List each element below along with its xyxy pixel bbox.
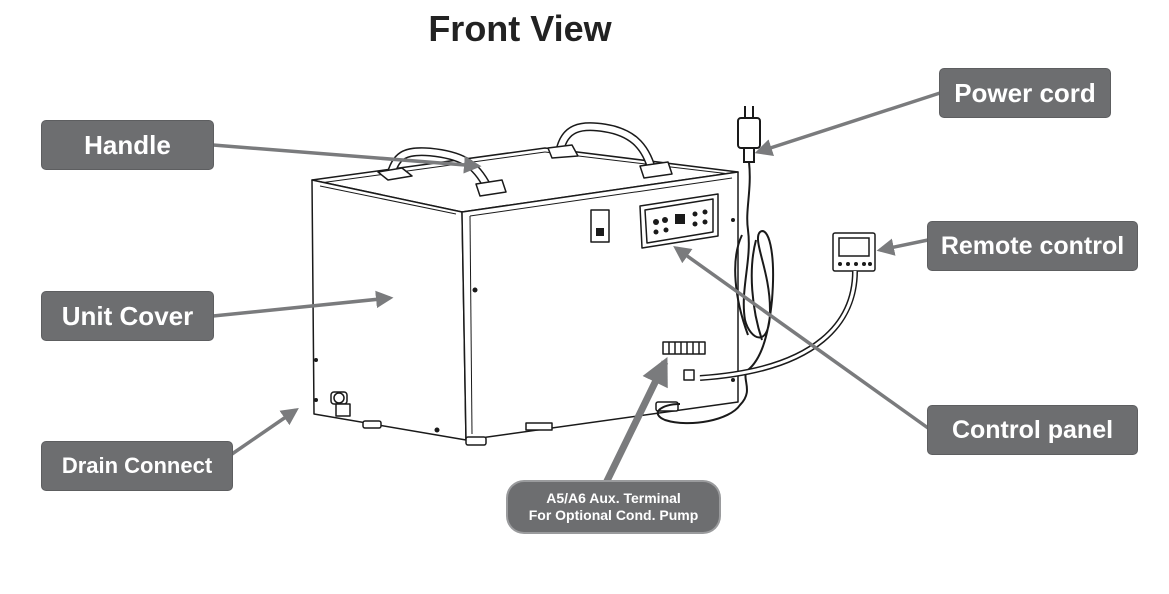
power-cord-label: Power cord	[940, 69, 1110, 117]
unit-cover-leader	[212, 290, 394, 318]
dehumidifier-unit	[311, 147, 739, 446]
control-panel-label: Control panel	[928, 406, 1137, 454]
power-cord-leader	[754, 91, 941, 157]
power-cord-shape	[656, 106, 775, 425]
page-title: Front View	[428, 8, 612, 49]
control-panel-leader	[673, 245, 930, 430]
remote-control-label: Remote control	[928, 222, 1137, 270]
handle-leader	[212, 143, 482, 174]
aux-terminal-leader	[601, 356, 669, 487]
remote-control-shape	[699, 232, 876, 381]
handle-label: Handle	[42, 121, 213, 169]
switch-box	[590, 209, 610, 243]
aux-terminal-label-line2: For Optional Cond. Pump	[528, 507, 699, 523]
unit-cover-label: Unit Cover	[42, 292, 213, 340]
leader-lines	[212, 91, 941, 487]
control-panel-shape	[639, 193, 719, 249]
drain-connector-shape	[330, 391, 351, 417]
handle-shapes	[377, 122, 673, 197]
drain-connect-label: Drain Connect	[42, 442, 232, 490]
drain-connect-leader	[231, 408, 299, 456]
aux-terminal-label-line1: A5/A6 Aux. Terminal	[546, 490, 681, 506]
remote-control-leader	[876, 238, 929, 256]
aux-terminal-label: A5/A6 Aux. Terminal For Optional Cond. P…	[508, 482, 719, 532]
aux-terminal-block	[662, 341, 706, 355]
